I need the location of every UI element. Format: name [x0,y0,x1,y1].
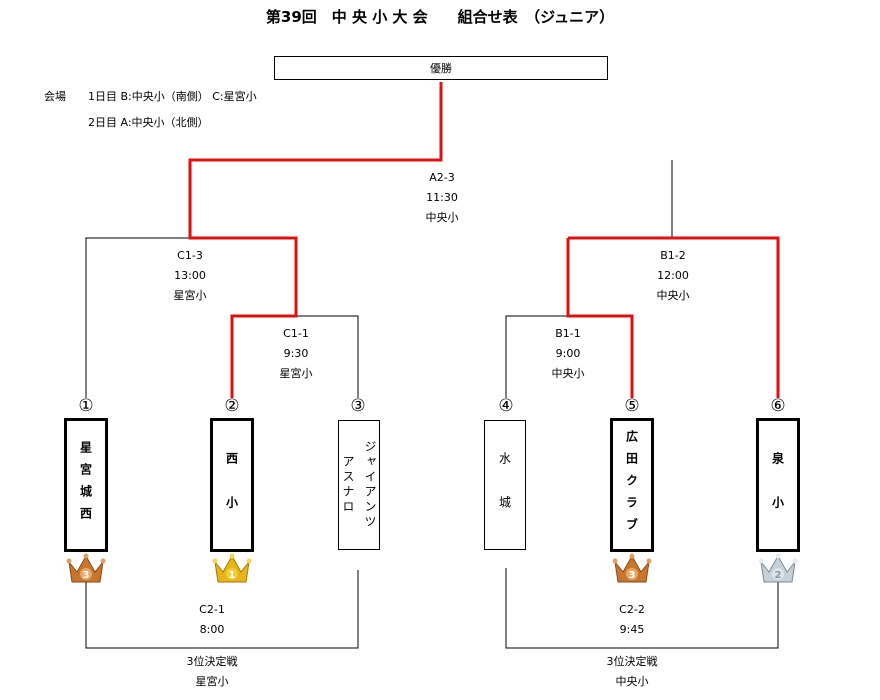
match-place: 星宮小 [173,289,207,302]
match-time: 9:45 [619,623,645,636]
venue-day2: 2日目 A:中央小（北側） [88,116,209,129]
match-code: C2-2 [619,603,645,616]
team-name: 泉 小 [770,452,785,518]
crown-silver-icon: 2 [758,553,798,583]
match-place: 中央小 [615,675,649,688]
line-team1-c13 [85,237,190,398]
match-code: B1-1 [555,327,581,340]
match-label: 3位決定戦 [606,655,658,668]
match-time: 9:00 [555,347,581,360]
match-place: 星宮小 [279,367,313,380]
match-a2-3: A2-3 11:30 中央小 [397,168,487,228]
team-name: 西 小 [224,452,239,518]
team-box-4: 水 城 [484,420,526,550]
crown-bronze-icon: 3 [66,553,106,583]
line-c21 [85,568,359,649]
match-c1-3: C1-3 13:00 星宮小 [145,246,235,306]
match-b1-2: B1-2 12:00 中央小 [628,246,718,306]
team-name: 広田クラブ [624,430,639,540]
crown-rank: 3 [83,570,90,581]
crown-rank: 1 [229,570,236,581]
crown-gold-icon: 1 [212,553,252,583]
line-team4-b11 [505,315,568,398]
team-name: 星宮城西 [78,441,93,529]
match-code: C2-1 [199,603,225,616]
team-name-col1: アスナロ [341,455,355,515]
match-time: 9:30 [283,347,309,360]
match-label: 3位決定戦 [186,655,238,668]
match-code: A2-3 [429,171,455,184]
venue-day1: 1日目 B:中央小（南側） C:星宮小 [88,90,257,103]
team-name: 水 城 [497,452,512,518]
match-c2-2-info: 3位決定戦 中央小 [587,652,677,692]
venue-label: 会場 [44,90,66,103]
red-line-b11 [566,238,634,398]
team-number-2: ② [224,396,240,416]
team-number-3: ③ [350,396,366,416]
match-code: C1-1 [283,327,309,340]
match-time: 8:00 [199,623,225,636]
match-c2-1: C2-1 8:00 [167,600,257,640]
team-box-3: アスナロ ジャイアンツ [338,420,380,550]
line-team3-c11 [296,315,359,398]
match-code: C1-3 [177,249,203,262]
team-number-6: ⑥ [770,396,786,416]
team-box-6: 泉 小 [756,418,800,552]
match-time: 12:00 [657,269,689,282]
match-b1-1: B1-1 9:00 中央小 [523,324,613,384]
match-place: 中央小 [425,211,459,224]
match-c2-2: C2-2 9:45 [587,600,677,640]
champion-box: 優勝 [274,56,608,80]
red-line-final [188,82,443,398]
match-c1-1: C1-1 9:30 星宮小 [251,324,341,384]
match-time: 13:00 [174,269,206,282]
match-code: B1-2 [660,249,686,262]
match-c2-1-info: 3位決定戦 星宮小 [167,652,257,692]
team-name-col2: ジャイアンツ [363,440,377,530]
team-box-1: 星宮城西 [64,418,108,552]
crown-bronze-icon: 3 [612,553,652,583]
team-box-5: 広田クラブ [610,418,654,552]
team-number-5: ⑤ [624,396,640,416]
page-title: 第39回 中 央 小 大 会 組合せ表 （ジュニア） [265,8,615,26]
crown-rank: 2 [775,570,782,581]
team-number-1: ① [78,396,94,416]
red-line-right [672,236,780,398]
crown-rank: 3 [629,570,636,581]
team-number-4: ④ [498,396,514,416]
match-place: 中央小 [656,289,690,302]
team-box-2: 西 小 [210,418,254,552]
match-place: 星宮小 [195,675,229,688]
match-place: 中央小 [551,367,585,380]
match-time: 11:30 [426,191,458,204]
line-c22 [505,568,779,649]
